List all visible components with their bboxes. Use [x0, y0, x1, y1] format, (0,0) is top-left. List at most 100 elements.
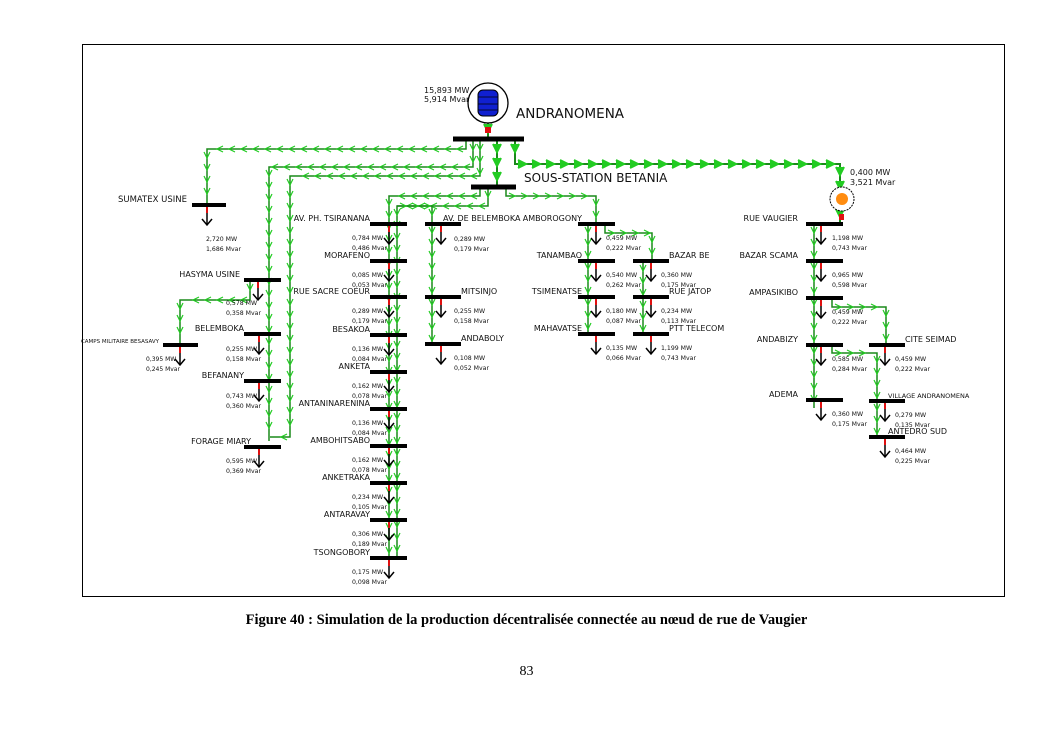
flow-arrow-icon: [508, 192, 517, 200]
flow-arrow-icon: [810, 286, 818, 295]
flow-arrow-icon: [265, 409, 273, 418]
flow-arrow-icon: [265, 205, 273, 214]
bus-label-tsiranana: AV. PH. TSIRANANA: [294, 214, 371, 223]
load-arrow-icon: [879, 450, 891, 459]
load-arrow-icon: [174, 358, 186, 367]
load-q-camps: 0,245 Mvar: [146, 366, 180, 373]
flow-arrow-icon: [438, 163, 447, 171]
generator-icon: [477, 89, 499, 117]
flow-arrow-icon: [797, 159, 809, 169]
source-dg-p: 0,400 MW: [850, 168, 890, 177]
flow-arrow-icon: [544, 192, 553, 200]
flow-arrow-icon: [203, 163, 211, 172]
flow-arrow-icon: [517, 159, 529, 169]
flow-arrow-icon: [203, 296, 212, 304]
flow-arrow-icon: [337, 172, 346, 180]
flow-arrow-icon: [393, 412, 401, 421]
load-q-tsongobory: 0,098 Mvar: [352, 579, 387, 586]
flow-arrow-icon: [395, 145, 404, 153]
flow-arrow-icon: [873, 367, 881, 376]
load-q-amborogony: 0,222 Mvar: [606, 245, 641, 252]
flow-arrow-icon: [648, 235, 656, 244]
bus-label-anketraka: ANKETRAKA: [322, 473, 370, 482]
load-p-forage: 0,595 MW: [226, 458, 257, 465]
load-p-mahavatse: 0,135 MW: [606, 345, 637, 352]
load-arrow-icon: [645, 274, 657, 283]
load-q-antaninarenina: 0,084 Mvar: [352, 430, 387, 437]
flow-arrow-icon: [286, 358, 294, 367]
flow-arrow-icon: [607, 229, 616, 237]
load-arrow-icon: [879, 358, 891, 367]
flow-arrow-icon: [279, 433, 288, 441]
load-arrow-icon: [590, 347, 602, 356]
load-arrow-icon: [383, 237, 395, 246]
flow-arrow-icon: [239, 296, 248, 304]
source-main-p: 15,893 MW: [424, 86, 469, 95]
bus-label-morafeno: MORAFENO: [324, 251, 370, 260]
flow-arrow-icon: [545, 159, 557, 169]
bus-label-andabizy: ANDABIZY: [757, 335, 798, 344]
flow-arrow-icon: [858, 303, 867, 311]
flow-arrow-icon: [239, 145, 248, 153]
flow-arrow-icon: [592, 210, 600, 219]
flow-arrow-icon: [265, 193, 273, 202]
load-arrow-icon: [201, 218, 213, 227]
flow-arrow-icon: [393, 508, 401, 517]
flow-arrow-icon: [409, 172, 418, 180]
flow-arrow-icon: [469, 172, 478, 180]
load-arrow-icon: [815, 311, 827, 320]
flow-arrow-icon: [393, 244, 401, 253]
load-arrow-icon: [253, 460, 265, 469]
feeder-village: [831, 346, 878, 437]
flow-arrow-icon: [203, 187, 211, 196]
flow-arrow-icon: [385, 210, 393, 219]
flow-arrow-icon: [383, 145, 392, 153]
flow-arrow-icon: [330, 163, 339, 171]
flow-arrow-icon: [393, 532, 401, 541]
flow-arrow-icon: [335, 145, 344, 153]
load-p-mitsinjo: 0,255 MW: [454, 308, 485, 315]
load-p-camps: 0,395 MW: [146, 356, 176, 363]
flow-arrow-icon: [469, 155, 477, 164]
load-q-mahavatse: 0,066 Mvar: [606, 355, 641, 362]
flow-arrow-icon: [685, 159, 697, 169]
flow-arrow-icon: [361, 172, 370, 180]
flow-arrow-icon: [354, 163, 363, 171]
bus-label-sumatex: SUMATEX USINE: [118, 195, 187, 205]
load-arrow-icon: [383, 274, 395, 283]
flow-arrow-icon: [286, 226, 294, 235]
bus-label-ptt: PTT TELECOM: [669, 324, 724, 333]
bus-label-vaugier: RUE VAUGIER: [744, 214, 799, 223]
flow-arrow-icon: [275, 145, 284, 153]
flow-arrow-icon: [270, 163, 279, 171]
feeder-central-col: [396, 188, 489, 558]
flow-arrow-icon: [393, 520, 401, 529]
load-p-amborogony: 0,459 MW: [606, 235, 637, 242]
flow-arrow-icon: [453, 202, 462, 210]
flow-arrow-icon: [810, 358, 818, 367]
flow-arrow-icon: [265, 313, 273, 322]
flow-arrow-icon: [265, 421, 273, 430]
load-q-antaravay: 0,189 Mvar: [352, 541, 387, 548]
flow-arrow-icon: [426, 163, 435, 171]
flow-arrow-icon: [203, 151, 211, 160]
flow-arrow-icon: [411, 202, 420, 210]
bus-label-avbelemboka: AV. DE BELEMBOKA: [443, 214, 521, 223]
load-q-bazarscama: 0,598 Mvar: [832, 282, 867, 289]
flow-arrow-icon: [755, 159, 767, 169]
flow-arrow-icon: [393, 436, 401, 445]
flow-arrow-icon: [423, 202, 432, 210]
flow-arrow-icon: [457, 172, 466, 180]
flow-arrow-icon: [393, 268, 401, 277]
figure-caption: Figure 40 : Simulation de la production …: [245, 612, 808, 628]
flow-arrow-icon: [532, 192, 541, 200]
flow-arrow-icon: [265, 229, 273, 238]
load-p-besakoa: 0,136 MW: [352, 346, 383, 353]
source-main-q: 5,914 Mvar: [424, 95, 470, 104]
load-arrow-icon: [879, 414, 891, 423]
load-p-tanambao: 0,540 MW: [606, 272, 637, 279]
flow-arrow-icon: [385, 462, 393, 471]
load-arrow-icon: [383, 533, 395, 542]
feeder-left-col: [270, 141, 481, 438]
